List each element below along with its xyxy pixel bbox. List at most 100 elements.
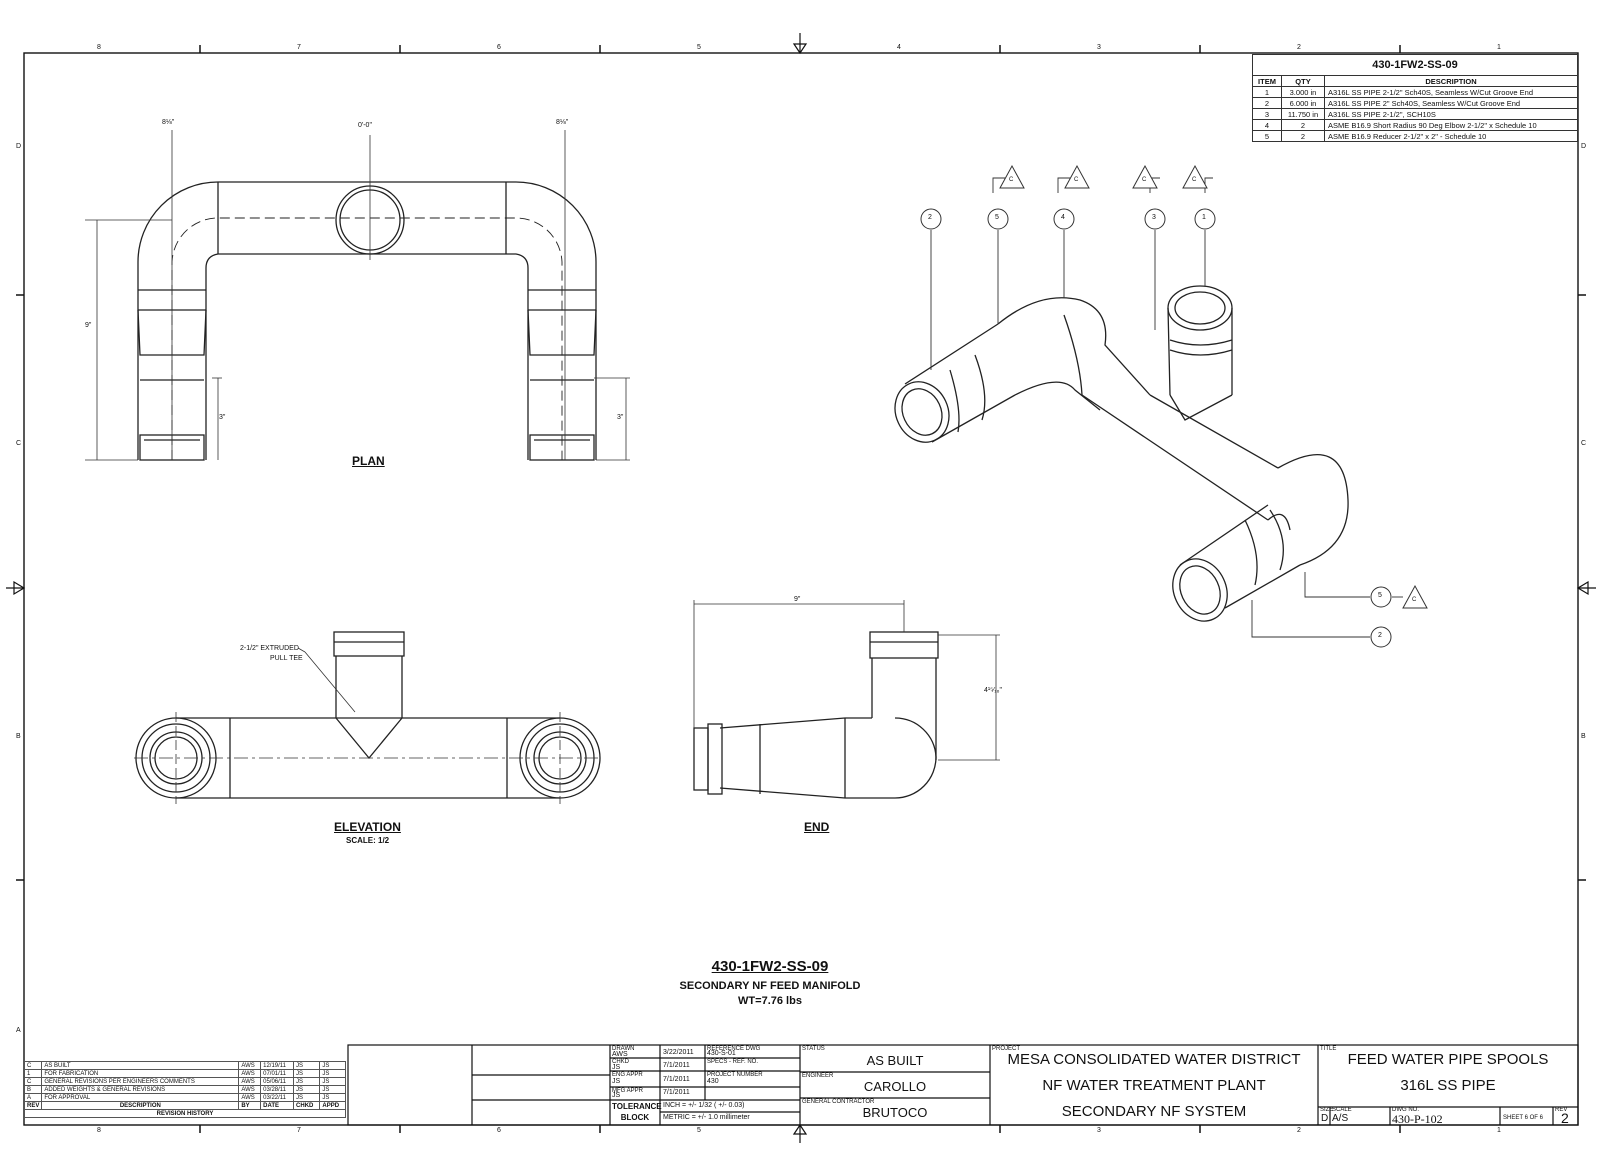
tb-eng-label: ENG APPR bbox=[612, 1072, 643, 1078]
zone-col-1: 1 bbox=[1497, 44, 1501, 51]
tb-mfg-label: MFG APPR bbox=[612, 1088, 644, 1094]
end-view-drawing bbox=[693, 631, 939, 799]
plan-dim-right: 8⅛" bbox=[556, 119, 569, 126]
bom-row: 1 3.000 in A316L SS PIPE 2-1/2" Sch40S, … bbox=[1252, 86, 1578, 98]
iso-flag-c: C bbox=[1192, 177, 1197, 183]
rev-description: ADDED WEIGHTS & GENERAL REVISIONS bbox=[41, 1085, 240, 1094]
rev-appd: JS bbox=[319, 1061, 346, 1070]
bom-qty: 3.000 in bbox=[1281, 86, 1325, 98]
rev-appd: JS bbox=[319, 1077, 346, 1086]
tb-checked-by: JS bbox=[612, 1064, 621, 1071]
zone-col-4: 4 bbox=[897, 44, 901, 51]
iso-balloons bbox=[920, 208, 1392, 648]
rev-header-rev: REV bbox=[23, 1101, 43, 1110]
tb-rev-label: REV bbox=[1555, 1107, 1568, 1113]
rev-id: C bbox=[23, 1061, 43, 1070]
tb-dwg-label: DWG NO. bbox=[1392, 1107, 1419, 1113]
rev-by: AWS bbox=[238, 1077, 262, 1086]
tb-scale-label: SCALE bbox=[1332, 1107, 1352, 1113]
elevation-title: ELEVATION bbox=[334, 820, 401, 834]
rev-description: FOR FABRICATION bbox=[41, 1069, 240, 1078]
bom-item: 5 bbox=[1252, 130, 1282, 142]
tb-project-line3: SECONDARY NF SYSTEM bbox=[1061, 1103, 1247, 1120]
caption-weight: WT=7.76 lbs bbox=[738, 995, 802, 1007]
zone-col-2-bottom: 2 bbox=[1297, 1127, 1301, 1134]
iso-flag-c: C bbox=[1074, 177, 1079, 183]
rev-id: B bbox=[23, 1085, 43, 1094]
bom-qty: 11.750 in bbox=[1281, 108, 1325, 120]
rev-date: 12/19/11 bbox=[260, 1061, 295, 1070]
plan-dim-center: 0'-0" bbox=[358, 122, 372, 129]
revision-row: A FOR APPROVAL AWS 03/22/11 JS JS bbox=[23, 1093, 346, 1102]
tb-tolerance-label: TOLERANCE BLOCK bbox=[612, 1102, 662, 1122]
revision-header-row: REV DESCRIPTION BY DATE CHKD APPD bbox=[23, 1101, 346, 1110]
bom-description: A316L SS PIPE 2-1/2", SCH10S bbox=[1324, 108, 1578, 120]
bom-title: 430-1FW2-SS-09 bbox=[1252, 54, 1578, 76]
zone-col-6-bottom: 6 bbox=[497, 1127, 501, 1134]
tb-spec-label: SPECS - REF. NO. bbox=[707, 1059, 759, 1065]
bom-qty: 2 bbox=[1281, 130, 1325, 142]
end-dim-width: 9" bbox=[794, 596, 801, 603]
rev-date: 05/06/11 bbox=[260, 1077, 295, 1086]
rev-appd: JS bbox=[319, 1093, 346, 1102]
zone-row-a: A bbox=[16, 1027, 21, 1034]
elevation-callout-line1: 2-1/2" EXTRUDED bbox=[240, 645, 299, 652]
tb-ref-value: 430-S-01 bbox=[707, 1050, 736, 1057]
tb-title-label: TITLE bbox=[1320, 1046, 1337, 1052]
tb-checked-date: 7/1/2011 bbox=[663, 1062, 690, 1069]
tb-drawn-label: DRAWN bbox=[612, 1046, 635, 1052]
bom-header-qty: QTY bbox=[1281, 75, 1325, 87]
rev-by: AWS bbox=[238, 1085, 262, 1094]
end-title: END bbox=[804, 820, 830, 834]
tb-project-number: 430 bbox=[707, 1078, 719, 1085]
bom-description: ASME B16.9 Short Radius 90 Deg Elbow 2-1… bbox=[1324, 119, 1578, 131]
plan-dim-leg-left: 3" bbox=[219, 414, 226, 421]
zone-row-d-right: D bbox=[1581, 143, 1587, 150]
tb-title-line1: FEED WATER PIPE SPOOLS bbox=[1347, 1051, 1549, 1068]
tb-title-line2: 316L SS PIPE bbox=[1400, 1077, 1496, 1094]
rev-id: C bbox=[23, 1077, 43, 1086]
isometric-view-drawing bbox=[894, 285, 1349, 622]
caption-name: SECONDARY NF FEED MANIFOLD bbox=[679, 980, 861, 992]
zone-row-d: D bbox=[16, 143, 22, 150]
tb-project-line1: MESA CONSOLIDATED WATER DISTRICT bbox=[1007, 1051, 1301, 1068]
plan-title: PLAN bbox=[352, 454, 385, 468]
zone-col-3-bottom: 3 bbox=[1097, 1127, 1101, 1134]
revision-history: C AS BUILT AWS 12/19/11 JS JS 1 FOR FABR… bbox=[23, 1061, 346, 1118]
revision-row: C AS BUILT AWS 12/19/11 JS JS bbox=[23, 1061, 346, 1070]
rev-chkd: JS bbox=[293, 1093, 321, 1102]
zone-col-2: 2 bbox=[1297, 44, 1301, 51]
end-dim-height: 4¹⁵⁄₁₆" bbox=[984, 687, 1002, 694]
tb-project-line2: NF WATER TREATMENT PLANT bbox=[1042, 1077, 1266, 1094]
plan-dim-height: 9" bbox=[85, 322, 92, 329]
rev-by: AWS bbox=[238, 1061, 262, 1070]
rev-date: 03/22/11 bbox=[260, 1093, 295, 1102]
zone-col-7: 7 bbox=[297, 44, 301, 51]
rev-chkd: JS bbox=[293, 1085, 321, 1094]
bom-qty: 6.000 in bbox=[1281, 97, 1325, 109]
rev-chkd: JS bbox=[293, 1061, 321, 1070]
zone-row-c-right: C bbox=[1581, 440, 1587, 447]
bom-row: 4 2 ASME B16.9 Short Radius 90 Deg Elbow… bbox=[1252, 119, 1578, 131]
iso-flags bbox=[999, 164, 1428, 609]
iso-flag-c: C bbox=[1412, 597, 1417, 603]
rev-appd: JS bbox=[319, 1085, 346, 1094]
zone-col-8-bottom: 8 bbox=[97, 1127, 101, 1134]
tb-drawn-date: 3/22/2011 bbox=[663, 1049, 694, 1056]
rev-by: AWS bbox=[238, 1093, 262, 1102]
rev-appd: JS bbox=[319, 1069, 346, 1078]
revision-row: C GENERAL REVISIONS PER ENGINEERS COMMEN… bbox=[23, 1077, 346, 1086]
rev-by: AWS bbox=[238, 1069, 262, 1078]
bom-qty: 2 bbox=[1281, 119, 1325, 131]
rev-header-appd: APPD bbox=[319, 1101, 346, 1110]
elevation-callout-line2: PULL TEE bbox=[270, 655, 303, 662]
tb-status-value: AS BUILT bbox=[866, 1053, 924, 1068]
iso-balloon-5: 5 bbox=[995, 214, 999, 221]
center-marks bbox=[6, 33, 1596, 1143]
tb-ref-label: REFERENCE DWG bbox=[707, 1046, 761, 1052]
zone-row-b: B bbox=[16, 733, 21, 740]
zone-col-6: 6 bbox=[497, 44, 501, 51]
iso-balloon-2-bottom: 2 bbox=[1378, 632, 1382, 639]
rev-header-date: DATE bbox=[260, 1101, 295, 1110]
rev-header-by: BY bbox=[238, 1101, 262, 1110]
